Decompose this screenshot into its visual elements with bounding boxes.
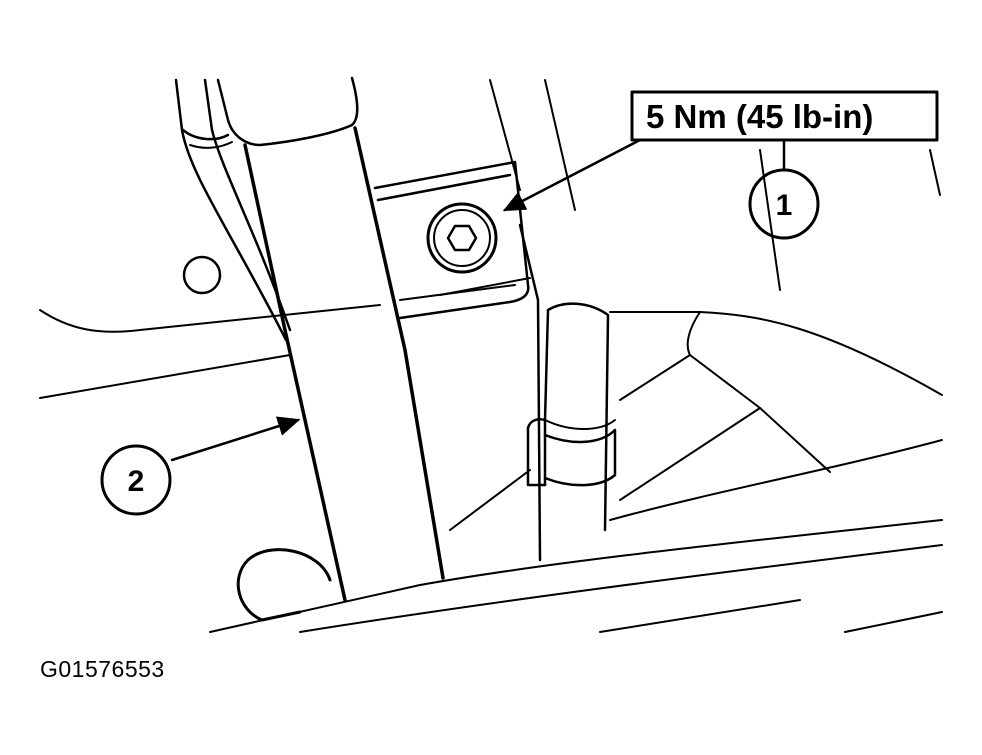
callout-1-number: 1	[776, 189, 793, 222]
torque-leader	[502, 138, 642, 212]
callout-1: 1	[748, 168, 820, 240]
callout-2: 2	[100, 444, 172, 516]
panel-hole	[182, 255, 222, 295]
pipe-clamp	[526, 418, 617, 487]
callout-2-leader	[170, 416, 301, 462]
bolt	[426, 202, 498, 274]
mounting-bracket	[373, 160, 530, 320]
grommet-shape	[236, 548, 332, 622]
main-tube	[216, 76, 445, 602]
callout-2-number: 2	[128, 465, 145, 498]
torque-callout: 5 Nm (45 lb-in)	[630, 90, 939, 142]
wiring-harness	[174, 78, 292, 342]
secondary-pipe	[518, 223, 610, 562]
body-panel-lines	[39, 79, 943, 633]
figure-id: G01576553	[40, 656, 165, 682]
torque-spec-label: 5 Nm (45 lb-in)	[646, 98, 873, 135]
